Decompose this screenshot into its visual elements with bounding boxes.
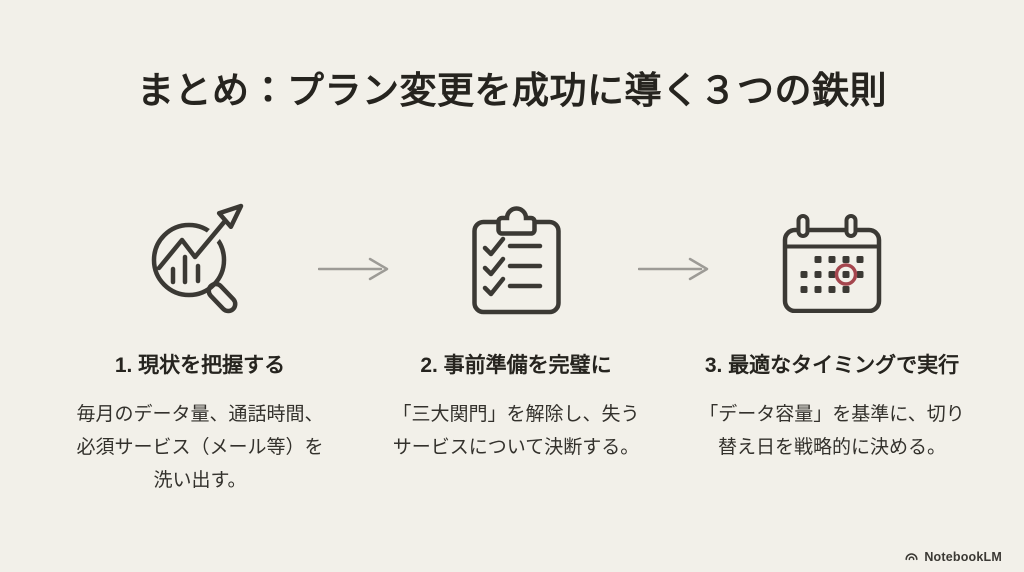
checklist-clipboard-icon — [471, 205, 561, 314]
calendar-icon — [782, 213, 882, 313]
notebooklm-label: NotebookLM — [924, 549, 1002, 564]
step-3-heading: 3. 最適なタイミングで実行 — [704, 354, 960, 377]
slide-title: まとめ：プラン変更を成功に導く３つの鉄則 — [137, 70, 887, 111]
calendar-icon — [682, 200, 982, 325]
notebooklm-logo-icon — [905, 553, 918, 561]
notebooklm-branding: NotebookLM — [904, 549, 1002, 564]
highlighted-day-circle — [834, 262, 858, 286]
step-1: 1. 現状を把握する 毎月のデータ量、通話時間、 必須サービス（メール等）を 洗… — [55, 200, 345, 497]
step-2-heading: 2. 事前準備を完璧に — [420, 354, 612, 377]
step-2: 2. 事前準備を完璧に 「三大関門」を解除し、失う サービスについて決断する。 — [371, 200, 661, 464]
step-1-body: 毎月のデータ量、通話時間、 必須サービス（メール等）を 洗い出す。 — [76, 404, 324, 491]
step-2-body: 「三大関門」を解除し、失う サービスについて決断する。 — [392, 404, 640, 458]
chart-magnifier-icon — [151, 203, 244, 314]
checklist-clipboard-icon — [371, 200, 661, 325]
chart-magnifier-icon — [55, 200, 345, 325]
step-1-heading: 1. 現状を把握する — [114, 354, 286, 377]
arrow-right-icon — [317, 256, 398, 287]
step-3: 3. 最適なタイミングで実行 「データ容量」を基準に、切り 替え日を戦略的に決め… — [682, 200, 982, 464]
arrow-right-icon — [637, 256, 718, 287]
step-3-body: 「データ容量」を基準に、切り 替え日を戦略的に決める。 — [699, 404, 965, 458]
